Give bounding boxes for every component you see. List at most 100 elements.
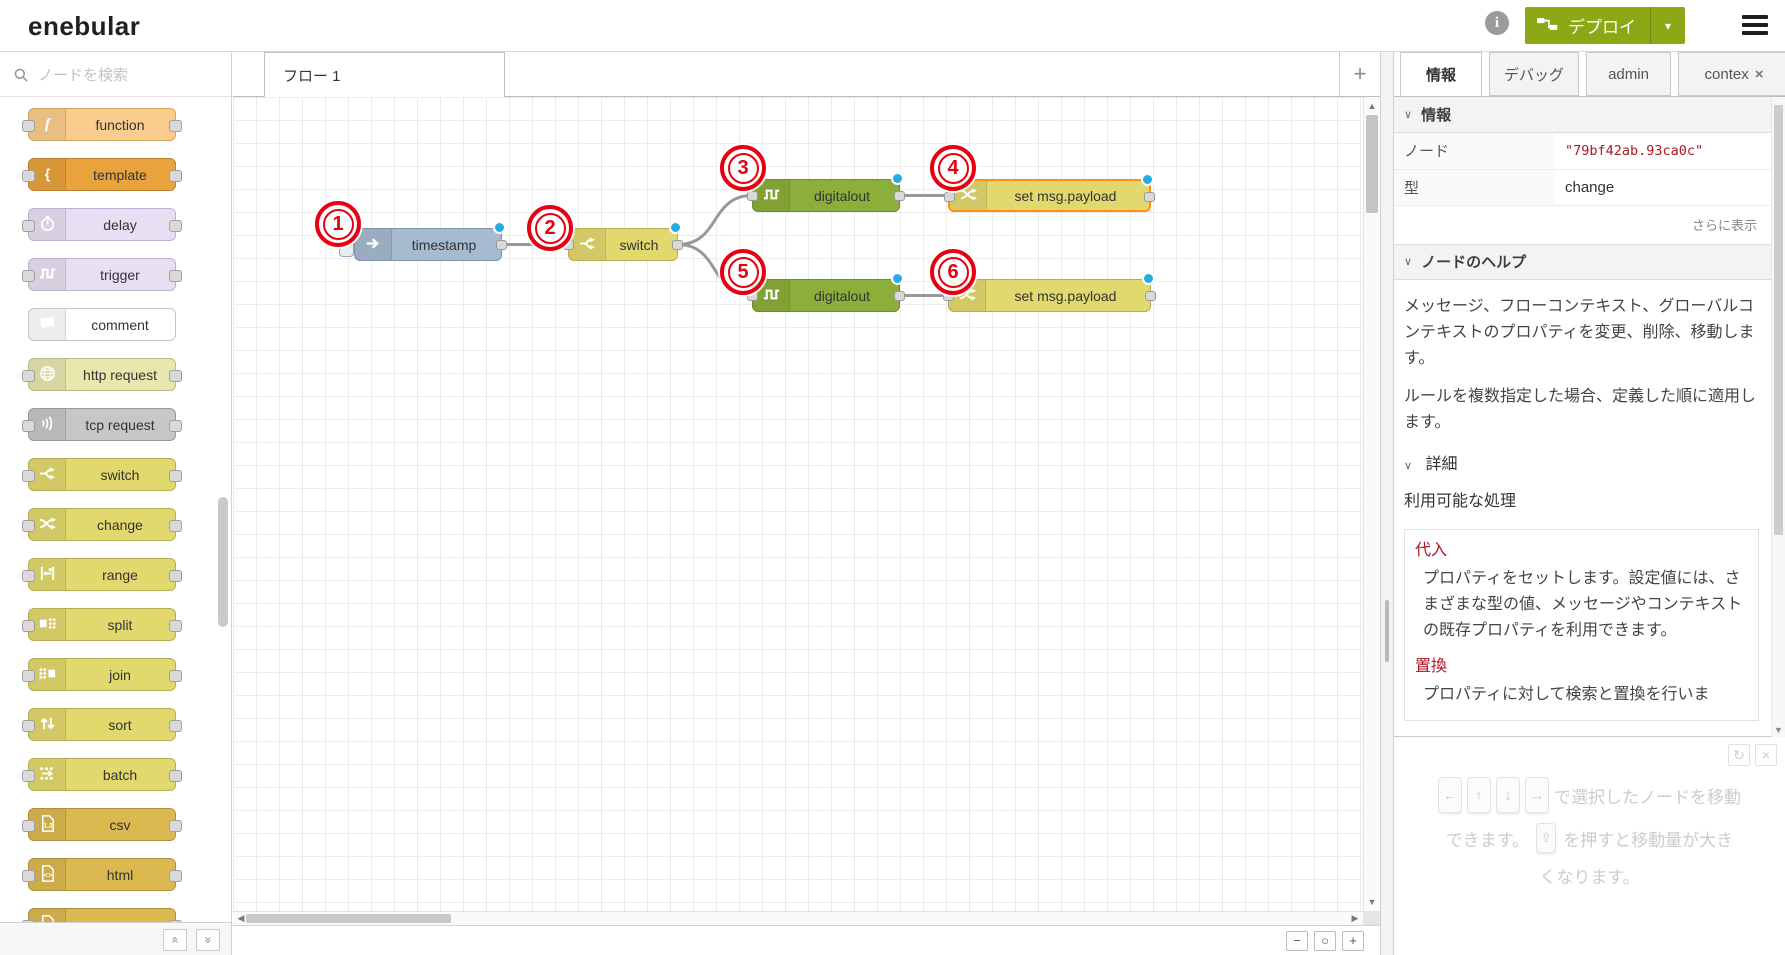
palette-node-icon-area <box>29 659 66 690</box>
palette-node-trigger[interactable]: trigger <box>22 258 182 291</box>
palette-node-icon-area <box>29 259 66 290</box>
palette-node-comment[interactable]: comment <box>28 308 176 341</box>
palette-node-change[interactable]: change <box>22 508 182 541</box>
flow-node-set-msg-payload[interactable]: set msg.payload <box>943 272 1156 312</box>
node-port-in[interactable] <box>944 192 955 202</box>
palette-node-more[interactable] <box>22 908 182 922</box>
scroll-down-icon[interactable]: ▼ <box>1367 897 1377 907</box>
flow-node-digitalout[interactable]: digitalout <box>747 272 905 312</box>
tab-close-icon[interactable]: × <box>1754 65 1764 83</box>
palette-node-split[interactable]: split <box>22 608 182 641</box>
node-port-out[interactable] <box>894 191 905 201</box>
tab-context[interactable]: contex × <box>1678 52 1785 96</box>
palette-node-icon-area <box>29 409 66 440</box>
node-port-out[interactable] <box>496 240 507 250</box>
show-more-link[interactable]: さらに表示 <box>1691 217 1757 233</box>
flow-node-set-msg-payload[interactable]: set msg.payload <box>944 173 1155 212</box>
canvas-horizontal-scrollbar[interactable]: ◀ ▶ <box>233 911 1363 925</box>
resize-grip[interactable] <box>1385 600 1389 662</box>
node-port-out[interactable] <box>1144 192 1155 202</box>
deploy-button-label: デプロイ <box>1568 18 1636 37</box>
node-port-out <box>169 570 182 582</box>
info-section-header[interactable]: ∨ 情報 <box>1394 97 1771 133</box>
palette-scrollbar[interactable] <box>218 97 228 922</box>
palette-node-html[interactable]: <>html <box>22 858 182 891</box>
tab-admin[interactable]: admin <box>1586 52 1671 96</box>
tip-line-2: できます。 ⇧ を押すと移動量が大き <box>1394 823 1785 853</box>
tip-toolbar: ↻ × <box>1728 744 1777 766</box>
palette-node-join[interactable]: join <box>22 658 182 691</box>
node-port-in <box>22 270 35 282</box>
main-menu-icon[interactable] <box>1742 15 1768 37</box>
search-input[interactable] <box>36 60 220 90</box>
zoom-in-button[interactable]: + <box>1342 930 1364 951</box>
sidebar-scrollbar[interactable]: ▼ <box>1771 97 1785 737</box>
palette-node-tcp-request[interactable]: tcp request <box>22 408 182 441</box>
deploy-button[interactable]: デプロイ ▾ <box>1525 7 1685 44</box>
zoom-reset-button[interactable]: ○ <box>1314 930 1336 951</box>
tab-flow-1[interactable]: フロー 1 <box>264 52 505 97</box>
join-icon <box>38 664 57 686</box>
sort-icon <box>38 714 57 736</box>
details-toggle[interactable]: ∨ 詳細 <box>1404 452 1759 479</box>
palette-node-template[interactable]: {template <box>22 158 182 191</box>
node-icon-area <box>355 229 392 260</box>
caret-down-icon: ▾ <box>1664 18 1672 33</box>
refresh-tip-button[interactable]: ↻ <box>1728 744 1750 766</box>
palette-node-range[interactable]: range <box>22 558 182 591</box>
info-panel: ∨ 情報 ノード "79bf42ab.93ca0c" 型 change さらに表… <box>1394 97 1771 737</box>
palette-node-icon-area <box>29 459 66 490</box>
node-port-out[interactable] <box>1145 291 1156 301</box>
scroll-down-icon[interactable]: ▼ <box>1774 725 1783 735</box>
canvas-vertical-scrollbar[interactable]: ▲ ▼ <box>1363 97 1380 911</box>
tab-info[interactable]: 情報 <box>1400 52 1482 96</box>
flow-node-digitalout[interactable]: digitalout <box>747 172 905 212</box>
palette-node-icon-area <box>29 309 66 340</box>
help-section-header[interactable]: ∨ ノードのヘルプ <box>1394 243 1771 280</box>
deploy-icon <box>1537 16 1559 35</box>
help-paragraph: ルールを複数指定した場合、定義した順に適用します。 <box>1404 387 1757 431</box>
palette-node-http-request[interactable]: http request <box>22 358 182 391</box>
brace-icon: { <box>38 164 57 186</box>
close-tip-button[interactable]: × <box>1755 744 1777 766</box>
tab-debug[interactable]: デバッグ <box>1489 52 1579 96</box>
annotation-circle-3: 3 <box>720 145 766 191</box>
palette-node-delay[interactable]: delay <box>22 208 182 241</box>
wire[interactable] <box>677 194 753 246</box>
definition-term: 代入 <box>1415 541 1448 559</box>
palette-scrollbar-thumb[interactable] <box>218 497 228 627</box>
node-port-in <box>22 920 35 922</box>
flow-node-switch[interactable]: switch <box>563 221 683 261</box>
palette-node-switch[interactable]: switch <box>22 458 182 491</box>
palette-node-sort[interactable]: sort <box>22 708 182 741</box>
scroll-up-icon[interactable]: ▲ <box>1367 101 1377 111</box>
node-label: set msg.payload <box>1014 287 1117 304</box>
sidebar-scrollbar-thumb[interactable] <box>1774 105 1783 535</box>
palette-node-batch[interactable]: batch <box>22 758 182 791</box>
canvas-hscroll-thumb[interactable] <box>246 914 451 923</box>
node-port-out <box>169 370 182 382</box>
sidebar-resize-handle[interactable] <box>1380 52 1394 955</box>
palette-node-icon-area: <> <box>29 859 66 890</box>
node-port-out[interactable] <box>672 240 683 250</box>
scroll-left-icon[interactable]: ◀ <box>237 913 245 923</box>
scroll-right-icon[interactable]: ▶ <box>1351 913 1359 923</box>
node-port-in[interactable] <box>747 191 758 201</box>
html-icon: <> <box>38 864 57 886</box>
add-flow-button[interactable]: + <box>1339 52 1380 96</box>
palette-expand-all-button[interactable]: » <box>196 929 220 951</box>
palette-collapse-all-button[interactable]: « <box>163 929 187 951</box>
flow-node-timestamp[interactable]: timestamp <box>339 221 507 261</box>
deploy-options-button[interactable]: ▾ <box>1650 7 1685 44</box>
node-port-in <box>22 670 35 682</box>
deploy-button-main[interactable]: デプロイ <box>1525 7 1650 44</box>
canvas-vscroll-thumb[interactable] <box>1366 115 1378 213</box>
node-type-value: change <box>1565 178 1615 196</box>
zoom-out-button[interactable]: − <box>1286 930 1308 951</box>
info-icon[interactable]: i <box>1485 11 1509 35</box>
tip-text: を押すと移動量が大き <box>1563 830 1734 850</box>
node-port-out[interactable] <box>894 291 905 301</box>
flow-canvas[interactable]: timestamp switch digitalout set msg.payload… <box>233 97 1363 911</box>
